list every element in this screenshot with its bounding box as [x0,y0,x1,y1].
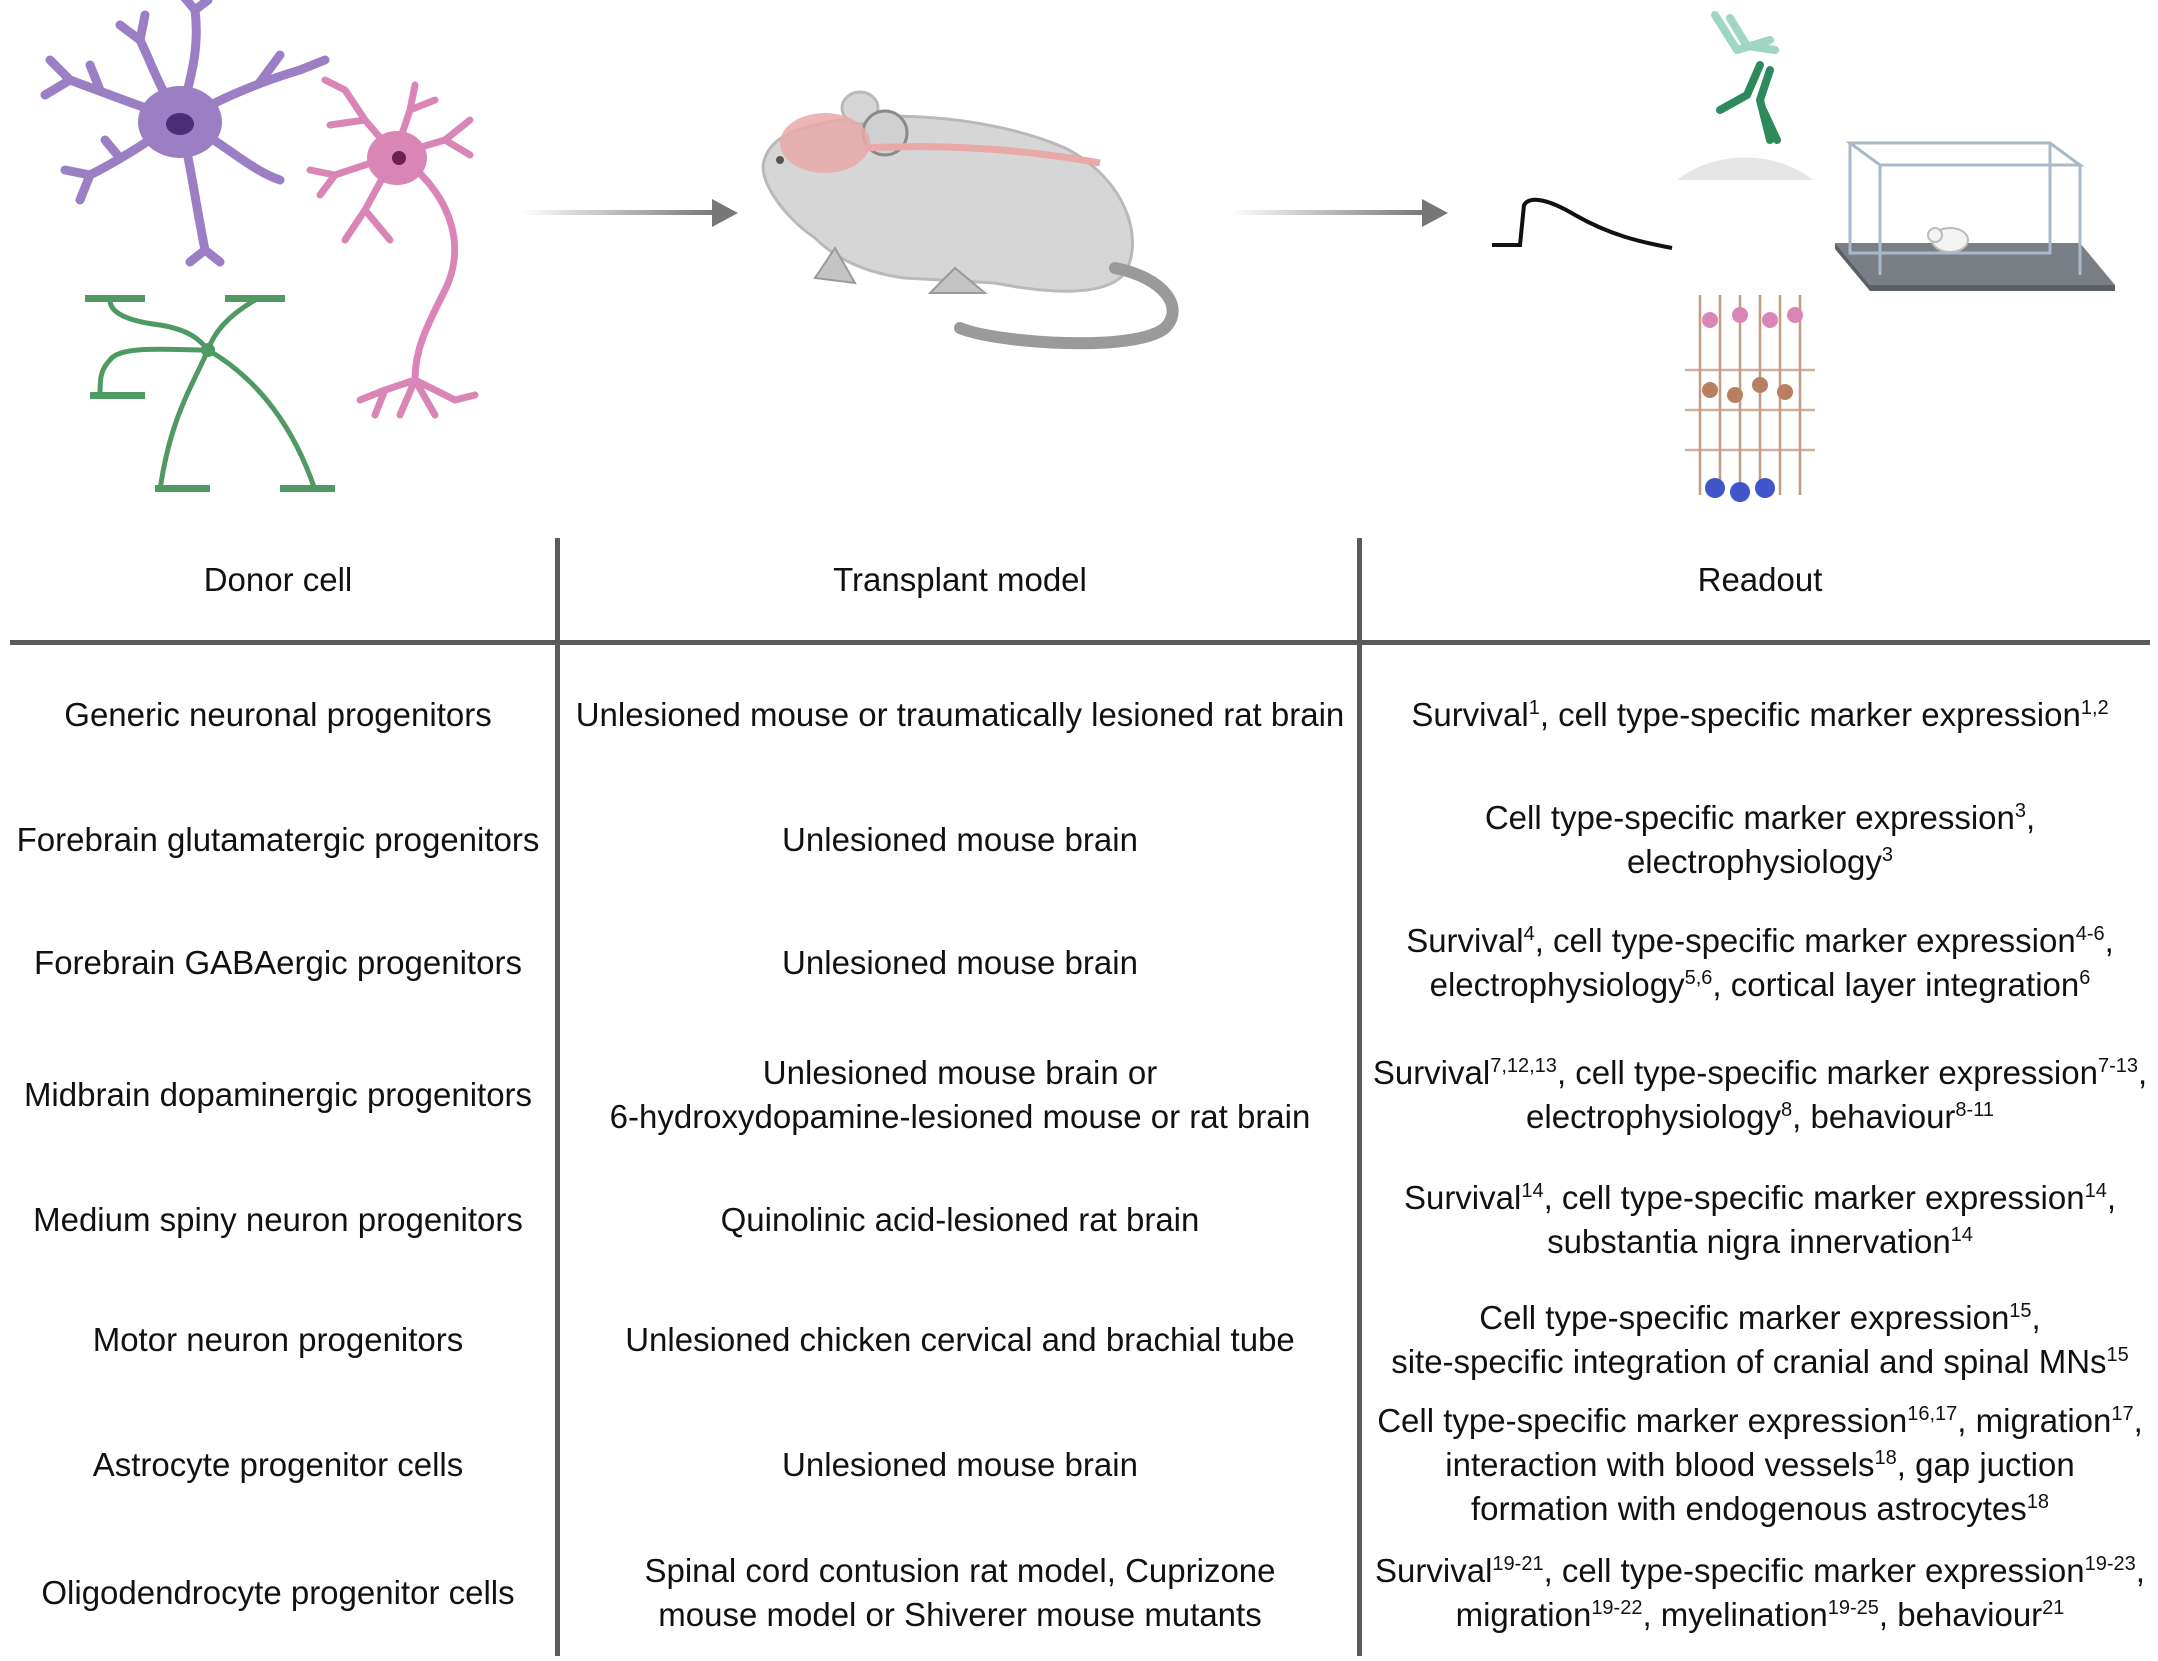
readout-cell: Survival19-21, cell type-specific marker… [1375,1551,2145,1633]
donor-cell: Astrocyte progenitor cells [92,1446,464,1483]
table-row: Generic neuronal progenitors Unlesioned m… [0,665,2158,765]
pink-neuron-icon [306,76,479,419]
waveform-icon [1492,197,1673,250]
donor-cell: Motor neuron progenitors [92,1321,464,1358]
header-divider [10,640,2150,645]
header-model: Transplant model [833,561,1087,598]
readout-cell: Survival1, cell type-specific marker exp… [1411,696,2109,733]
column-divider [1357,538,1362,1656]
model-cell: Unlesioned chicken cervical and brachial… [625,1321,1295,1358]
behavior-box-icon [1835,141,2115,291]
table-row: Astrocyte progenitor cells Unlesioned mou… [0,1400,2158,1530]
model-cell: Unlesioned mouse or traumatically lesion… [575,696,1345,733]
model-cell: Spinal cord contusion rat model, Cuprizo… [644,1551,1276,1633]
table-row: Midbrain dopaminergic progenitors Unlesio… [0,1035,2158,1155]
arrow-icon [520,199,738,227]
header-donor: Donor cell [203,561,353,598]
model-cell: Unlesioned mouse brain [782,943,1138,981]
donor-cell: Oligodendrocyte progenitor cells [41,1573,515,1611]
donor-cell: Midbrain dopaminergic progenitors [23,1076,533,1113]
model-cell: Unlesioned mouse brain [782,1446,1138,1483]
readout-cell: Survival4, cell type-specific marker exp… [1406,921,2114,1003]
donor-cell: Forebrain GABAergic progenitors [34,943,522,981]
readout-cell: Cell type-specific marker expression3,el… [1484,799,2036,880]
table-row: Forebrain GABAergic progenitors Unlesione… [0,905,2158,1020]
table-row: Motor neuron progenitors Unlesioned chick… [0,1285,2158,1395]
donor-cell: Generic neuronal progenitors [64,696,492,733]
table-row: Medium spiny neuron progenitors Quinolini… [0,1165,2158,1275]
green-neuron-icon [85,295,335,492]
antibody-icon [1677,11,1813,180]
donor-cell: Medium spiny neuron progenitors [33,1201,523,1238]
cortical-layers-icon [1685,295,1815,502]
model-cell: Unlesioned mouse brain [782,821,1138,858]
donor-cell: Forebrain glutamatergic progenitors [16,821,540,858]
readout-cell: Cell type-specific marker expression15,s… [1391,1299,2129,1380]
readout-cell: Survival14, cell type-specific marker ex… [1403,1179,2117,1260]
mouse-icon [761,90,1179,350]
readout-cell: Survival7,12,13, cell type-specific mark… [1372,1054,2148,1135]
table-row: Forebrain glutamatergic progenitors Unles… [0,785,2158,895]
table-row: Oligodendrocyte progenitor cells Spinal c… [0,1535,2158,1650]
column-divider [555,538,560,1656]
readout-cell: Cell type-specific marker expression16,1… [1377,1402,2143,1527]
purple-neuron-icon [40,0,330,267]
arrow-icon [1230,199,1448,227]
model-cell: Quinolinic acid-lesioned rat brain [720,1201,1200,1238]
header-readout: Readout [1697,561,1823,598]
